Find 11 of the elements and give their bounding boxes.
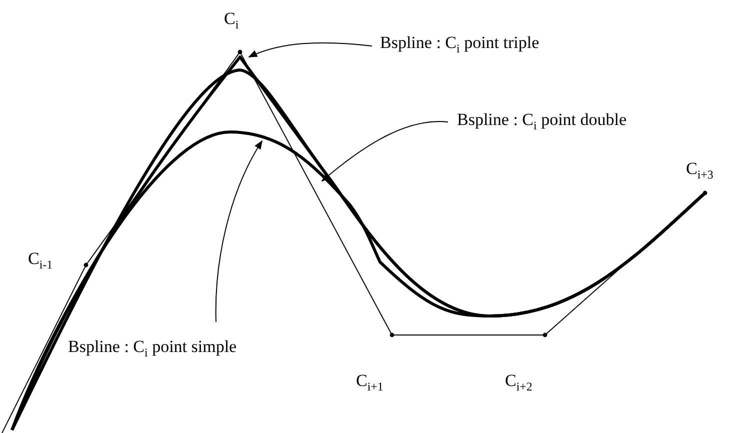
point-label: C$_{i+1}$ — [356, 372, 384, 394]
callout-text: Bspline : C$_{i}$ point simple — [68, 338, 237, 360]
point-label: C$_{i+2}$ — [505, 372, 532, 394]
point-label: C$_{i}$ — [224, 10, 239, 32]
callout-text: Bspline : C$_{i}$ point triple — [380, 34, 540, 56]
leader-line — [215, 140, 262, 322]
leader-line — [321, 121, 448, 182]
leader-line — [248, 42, 372, 58]
point-label: C$_{i+3}$ — [686, 160, 714, 182]
callout-text: Bspline : C$_{i}$ point double — [457, 111, 627, 132]
point-label: C$_{i-1}$ — [28, 250, 53, 272]
